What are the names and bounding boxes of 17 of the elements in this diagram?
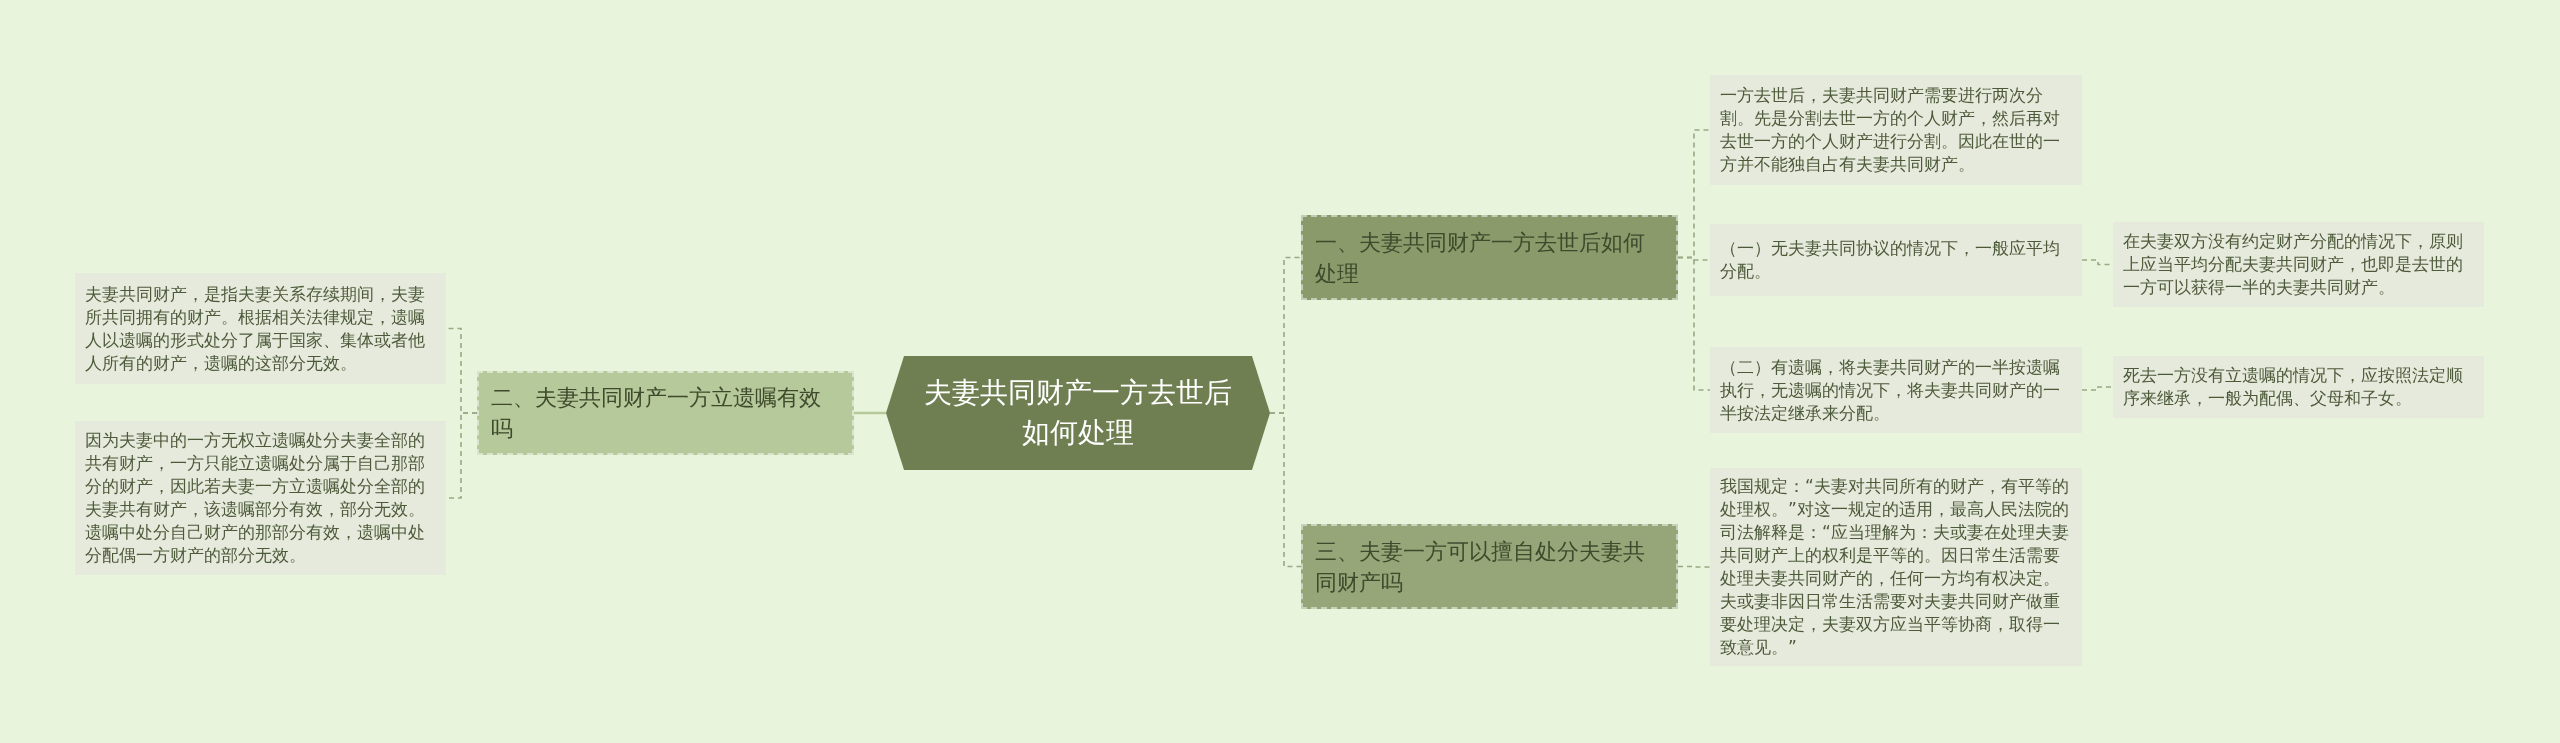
- topic-box: 二、夫妻共同财产一方立遗嘱有效吗: [477, 371, 854, 455]
- note-box: （二）有遗嘱，将夫妻共同财产的一半按遗嘱执行，无遗嘱的情况下，将夫妻共同财产的一半按法定继承来分配。: [1710, 347, 2082, 433]
- connector-line: [854, 411, 886, 415]
- connector-line: [2081, 386, 2114, 391]
- topic-box: 三、夫妻一方可以擅自处分夫妻共同财产吗: [1301, 524, 1678, 609]
- connector-line: [1269, 412, 1302, 568]
- note-box: 我国规定：“夫妻对共同所有的财产，有平等的处理权。”对这一规定的适用，最高人民法院的司法解释是：“应当理解为：夫或妻在处理夫妻共同财产上的权利是平等的。因日常生活需要处理夫妻共同财产的，任何一方均有权决定。夫或妻非因日常生活需要对夫妻共同财产做重要处理决定，夫妻双方应当平等协商，取得一致意见。”: [1710, 468, 2082, 666]
- note-box: 在夫妻双方没有约定财产分配的情况下，原则上应当平均分配夫妻共同财产，也即是去世的一方可以获得一半的夫妻共同财产。: [2113, 222, 2484, 307]
- central-topic: 夫妻共同财产一方去世后如何处理: [886, 356, 1270, 470]
- note-box: 夫妻共同财产，是指夫妻关系存续期间，夫妻所共同拥有的财产。根据相关法律规定，遗嘱人以遗嘱的形式处分了属于国家、集体或者他人所有的财产，遗嘱的这部分无效。: [75, 273, 446, 384]
- note-box: 死去一方没有立遗嘱的情况下，应按照法定顺序来继承，一般为配偶、父母和子女。: [2113, 356, 2484, 418]
- note-box: 一方去世后，夫妻共同财产需要进行两次分割。先是分割去世一方的个人财产，然后再对去世一方的个人财产进行分割。因此在世的一方并不能独自占有夫妻共同财产。: [1710, 75, 2082, 185]
- note-box: 因为夫妻中的一方无权立遗嘱处分夫妻全部的共有财产，一方只能立遗嘱处分属于自己那部分的财产，因此若夫妻一方立遗嘱处分全部的夫妻共有财产，该遗嘱部分有效，部分无效。遗嘱中处分自己财产的那部分有效，遗嘱中处分配偶一方财产的部分无效。: [75, 421, 446, 575]
- topic-box: 一、夫妻共同财产一方去世后如何处理: [1301, 215, 1678, 300]
- connector-line: [1677, 565, 1711, 568]
- connector-line: [1677, 256, 1711, 391]
- note-box: （一）无夫妻共同协议的情况下，一般应平均分配。: [1710, 224, 2082, 296]
